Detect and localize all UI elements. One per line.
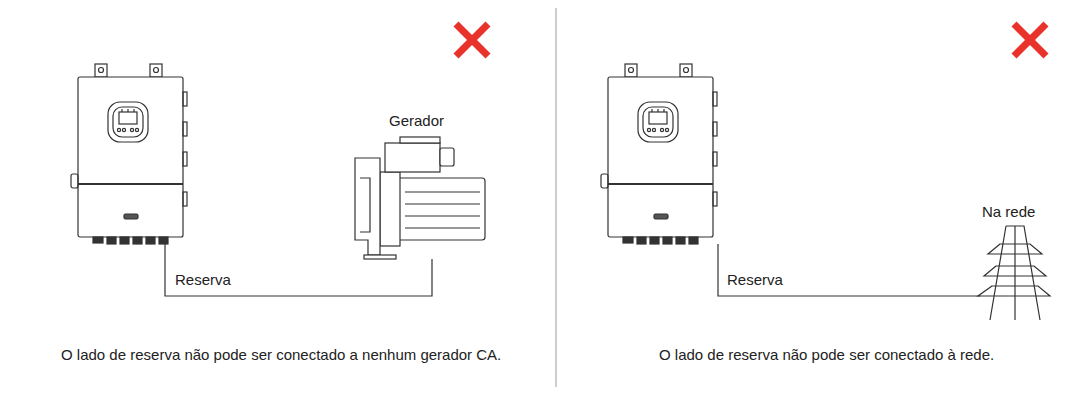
caption-text: O lado de reserva não pode ser conectado… bbox=[61, 346, 501, 364]
port-label: Reserva bbox=[727, 271, 783, 289]
backup-wire bbox=[165, 244, 432, 296]
backup-wire bbox=[718, 244, 980, 296]
caption-text: O lado de reserva não pode ser conectado… bbox=[659, 346, 994, 364]
port-label: Reserva bbox=[175, 271, 231, 289]
node-label: Gerador bbox=[389, 112, 444, 130]
node-label: Na rede bbox=[982, 203, 1035, 221]
divider bbox=[556, 8, 557, 387]
wrong-mark bbox=[456, 24, 1046, 56]
diagram-node: Na rede bbox=[982, 203, 1035, 221]
diagram-node: Gerador bbox=[389, 112, 444, 130]
